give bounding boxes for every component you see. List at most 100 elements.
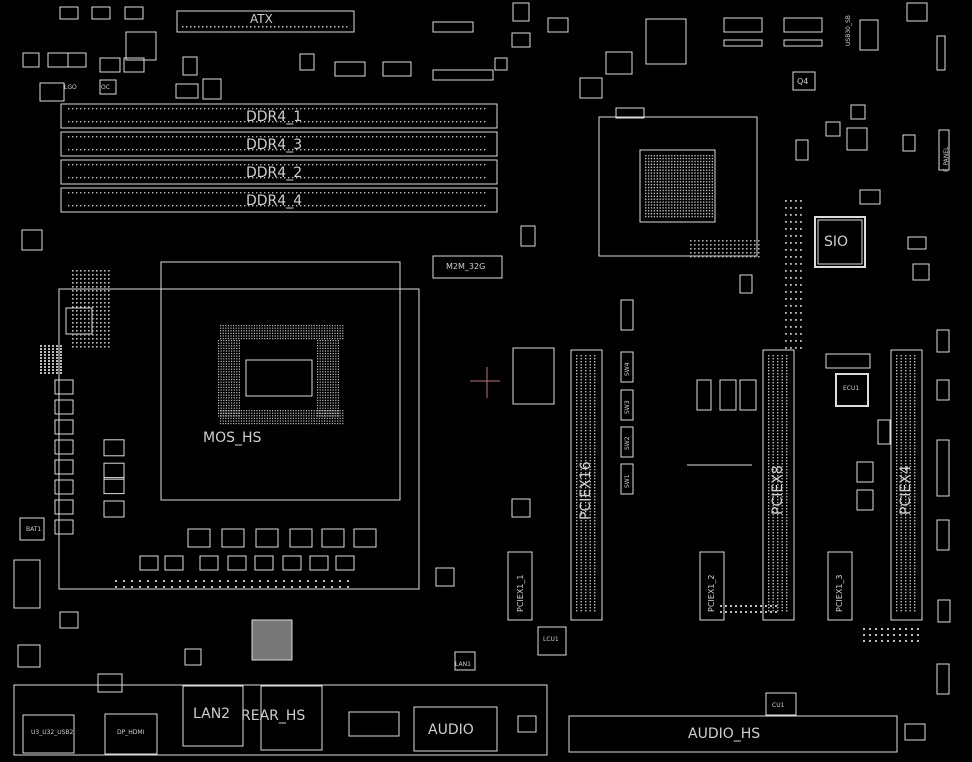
lcu1-chip [537,626,567,656]
vrm-choke-2 [199,555,219,571]
vrm-left-cap-3 [54,439,74,455]
m2m-label: M2M_32G [446,262,485,271]
ddr4-4-slot [60,187,498,213]
ddr4-2-slot-pins [68,164,486,166]
switch-0 [620,299,634,331]
vrm-choke-3 [227,555,247,571]
atx-connector-label: ATX [250,12,273,26]
component-57 [795,139,809,161]
dp-hdmi-label: DP_HDMI [117,729,145,736]
vrm-left-cap-5 [54,479,74,495]
audio-hs-heatsink [568,715,898,753]
pciex8-pins [768,355,788,612]
pciex1-1-label: PCIEX1_1 [516,575,525,612]
component-11 [432,69,494,81]
component-65 [99,57,121,73]
component-12 [512,2,530,22]
component-26 [912,263,930,281]
component-19 [859,19,879,51]
chipset-cap-row [690,240,760,258]
sw3-label: SW3 [624,400,631,414]
component-66 [123,57,145,73]
audio-hs-label: AUDIO_HS [688,726,760,742]
vrm-left-cap-4 [54,459,74,475]
component-9 [382,61,412,77]
ddr4-3-slot [60,131,498,157]
component-25 [907,236,927,250]
component-36 [17,644,41,668]
vrm-mosfet-4 [321,528,345,548]
rear-hs-heatsink [260,685,323,751]
audio-jack [413,706,498,752]
component-59 [494,57,508,71]
q4-label: Q4 [797,77,808,86]
component-48 [937,599,951,623]
component-18 [783,39,823,47]
component-43 [904,723,926,741]
bat1-box [19,517,45,541]
audio-label: AUDIO [428,722,474,738]
component-46 [936,329,950,353]
component-40 [435,567,455,587]
vrm-left-cap-2 [54,419,74,435]
component-44 [936,663,950,695]
component-38 [97,673,123,693]
cpu-pads-right [317,340,339,417]
component-49 [936,439,950,497]
component-15 [723,17,763,33]
pciex1-2-label: PCIEX1_2 [707,575,716,612]
component-60 [99,79,117,95]
vrm-choke-4 [254,555,274,571]
switch-2 [620,389,634,421]
sio-chip [814,216,866,268]
component-20 [906,2,928,22]
pciex4-slot [890,349,923,621]
vrm-left-0 [103,439,125,457]
cpu-pads-left [218,340,240,417]
component-50 [938,129,950,171]
component-22 [850,104,866,120]
component-14 [547,17,569,33]
component-53 [579,77,603,99]
cu1-chip [765,692,797,716]
ecu1-label: ECU1 [843,385,859,392]
pciex1-bottom-row [720,605,777,613]
vrm-left-cap-6 [54,499,74,515]
component-10 [432,21,474,33]
sw4-label: SW4 [624,362,631,376]
ddr4-2-slot [60,159,498,185]
ddr4-1-slot [60,103,498,129]
component-4 [182,56,198,76]
m2-connector [432,255,503,279]
pciex1-3-slot [827,551,853,621]
ddr4-2-slot-pins-b [68,177,486,179]
ddr4-3-slot-pins [68,136,486,138]
vrm-mosfet-3 [289,528,313,548]
f-panel-label: F_PANEL [943,146,950,172]
pciex1-2-slot [699,551,725,621]
component-33 [696,379,712,411]
sio-label: SIO [824,234,848,250]
component-34 [65,307,93,335]
bat1-label: BAT1 [26,526,41,533]
component-39 [454,651,476,671]
lan-controller-chip [251,619,293,661]
atx-connector [176,10,355,33]
sw1-label: SW1 [624,474,631,488]
cu1-label: CU1 [772,702,785,709]
vrm-left-2 [103,477,125,495]
pciex8-slot [762,349,795,621]
vrm-choke-7 [335,555,355,571]
component-2 [124,6,144,20]
pciex8-label: PCIEX8 [770,465,786,515]
switch-3 [620,426,634,458]
right-cap-row [863,628,919,642]
component-47 [936,519,950,551]
sio-cap-cols [785,200,802,349]
vrm-mosfet-5 [353,528,377,548]
usb-controller [645,18,687,65]
vrm-mosfet-0 [187,528,211,548]
component-0 [59,6,79,20]
component-56 [739,274,753,294]
component-52 [605,51,633,75]
